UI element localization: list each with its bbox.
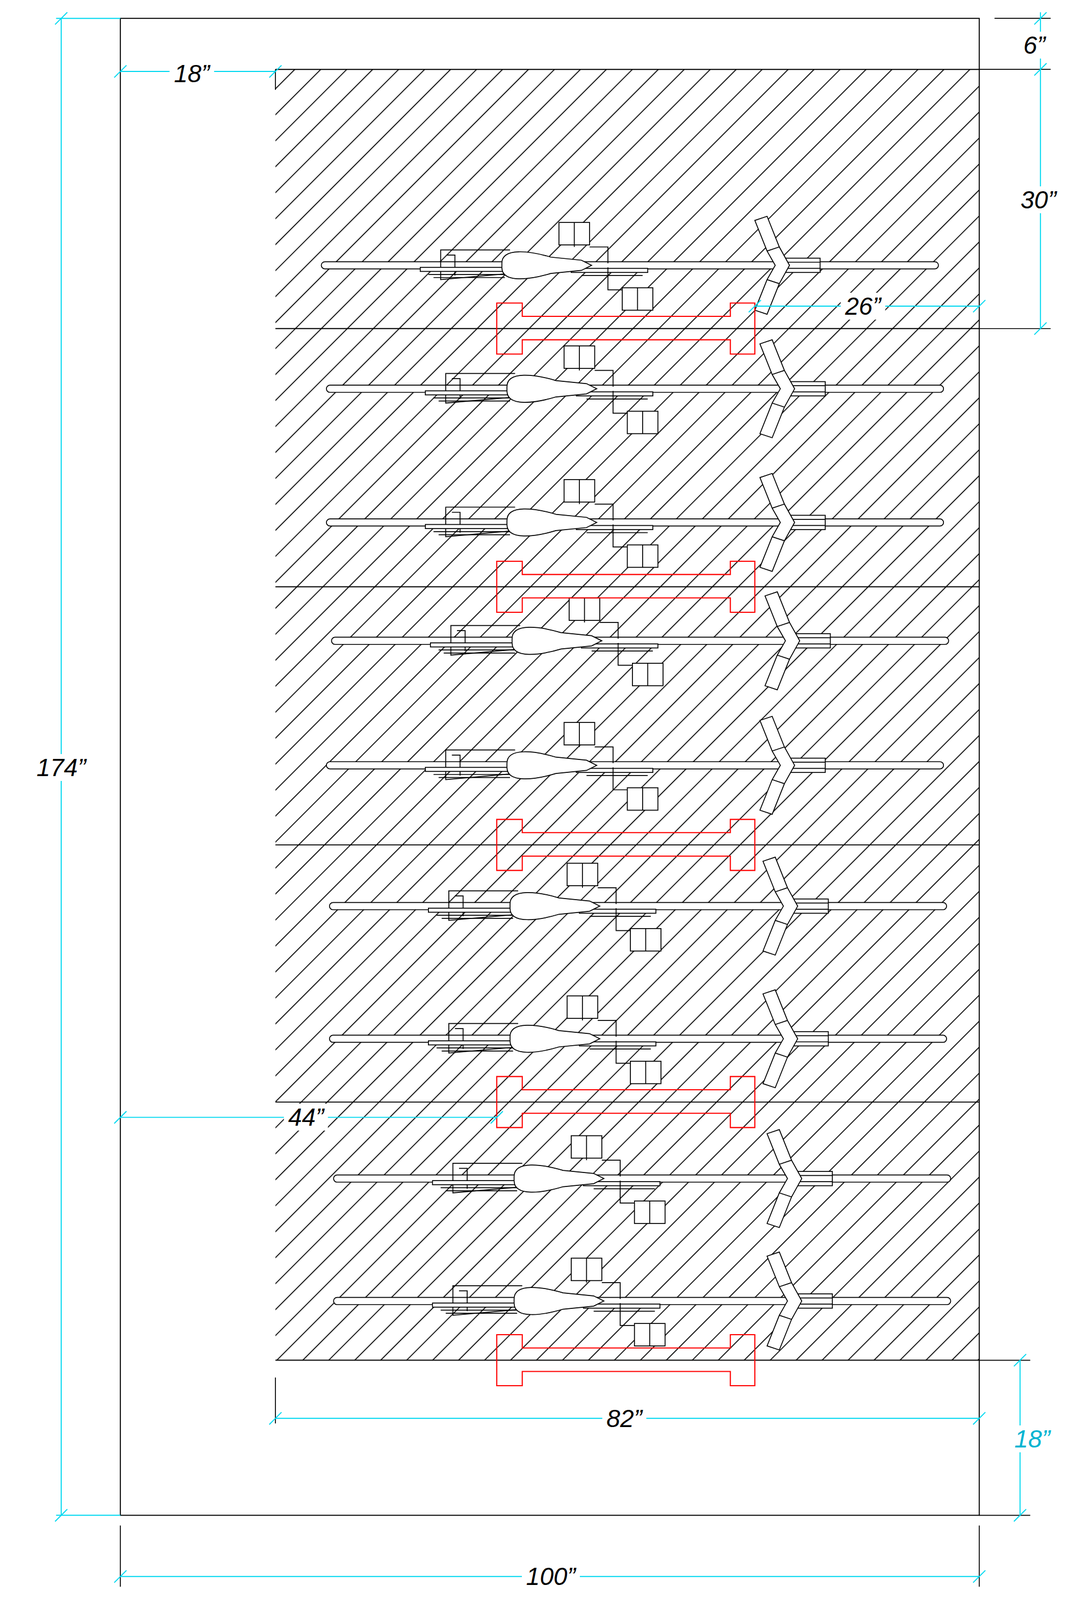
bicycle bbox=[329, 989, 947, 1088]
dimension-label: 100” bbox=[521, 1562, 580, 1590]
dimension-label: 174” bbox=[32, 753, 91, 781]
bicycle bbox=[329, 856, 947, 955]
bicycle bbox=[333, 1129, 951, 1227]
bike-rack bbox=[496, 561, 755, 613]
dimension-label: 30” bbox=[1016, 186, 1061, 214]
bike-rack bbox=[496, 302, 755, 354]
bike-racks bbox=[496, 302, 755, 1386]
bike-rack bbox=[496, 819, 755, 871]
dimension-label: 18” bbox=[169, 60, 214, 87]
dimension-label: 18” bbox=[1009, 1424, 1054, 1452]
stall-lines bbox=[275, 69, 980, 1360]
room-outline bbox=[120, 18, 980, 1515]
bicycle bbox=[326, 473, 944, 572]
dimension-label: 6” bbox=[1019, 31, 1050, 59]
extension-lines bbox=[120, 18, 1051, 1587]
dimension-label: 82” bbox=[601, 1404, 646, 1432]
bicycle bbox=[333, 1251, 951, 1350]
dimension-lines bbox=[55, 12, 1047, 1583]
bicycle bbox=[326, 339, 944, 438]
bicycles bbox=[321, 216, 951, 1350]
dimension-label: 26” bbox=[840, 292, 885, 320]
bike-rack bbox=[496, 1075, 755, 1127]
bike-rack bbox=[496, 1334, 755, 1386]
bicycle bbox=[326, 716, 944, 814]
dimension-label: 44” bbox=[284, 1103, 329, 1131]
parking-zone-hatch bbox=[275, 69, 980, 1360]
bicycle bbox=[331, 591, 949, 690]
